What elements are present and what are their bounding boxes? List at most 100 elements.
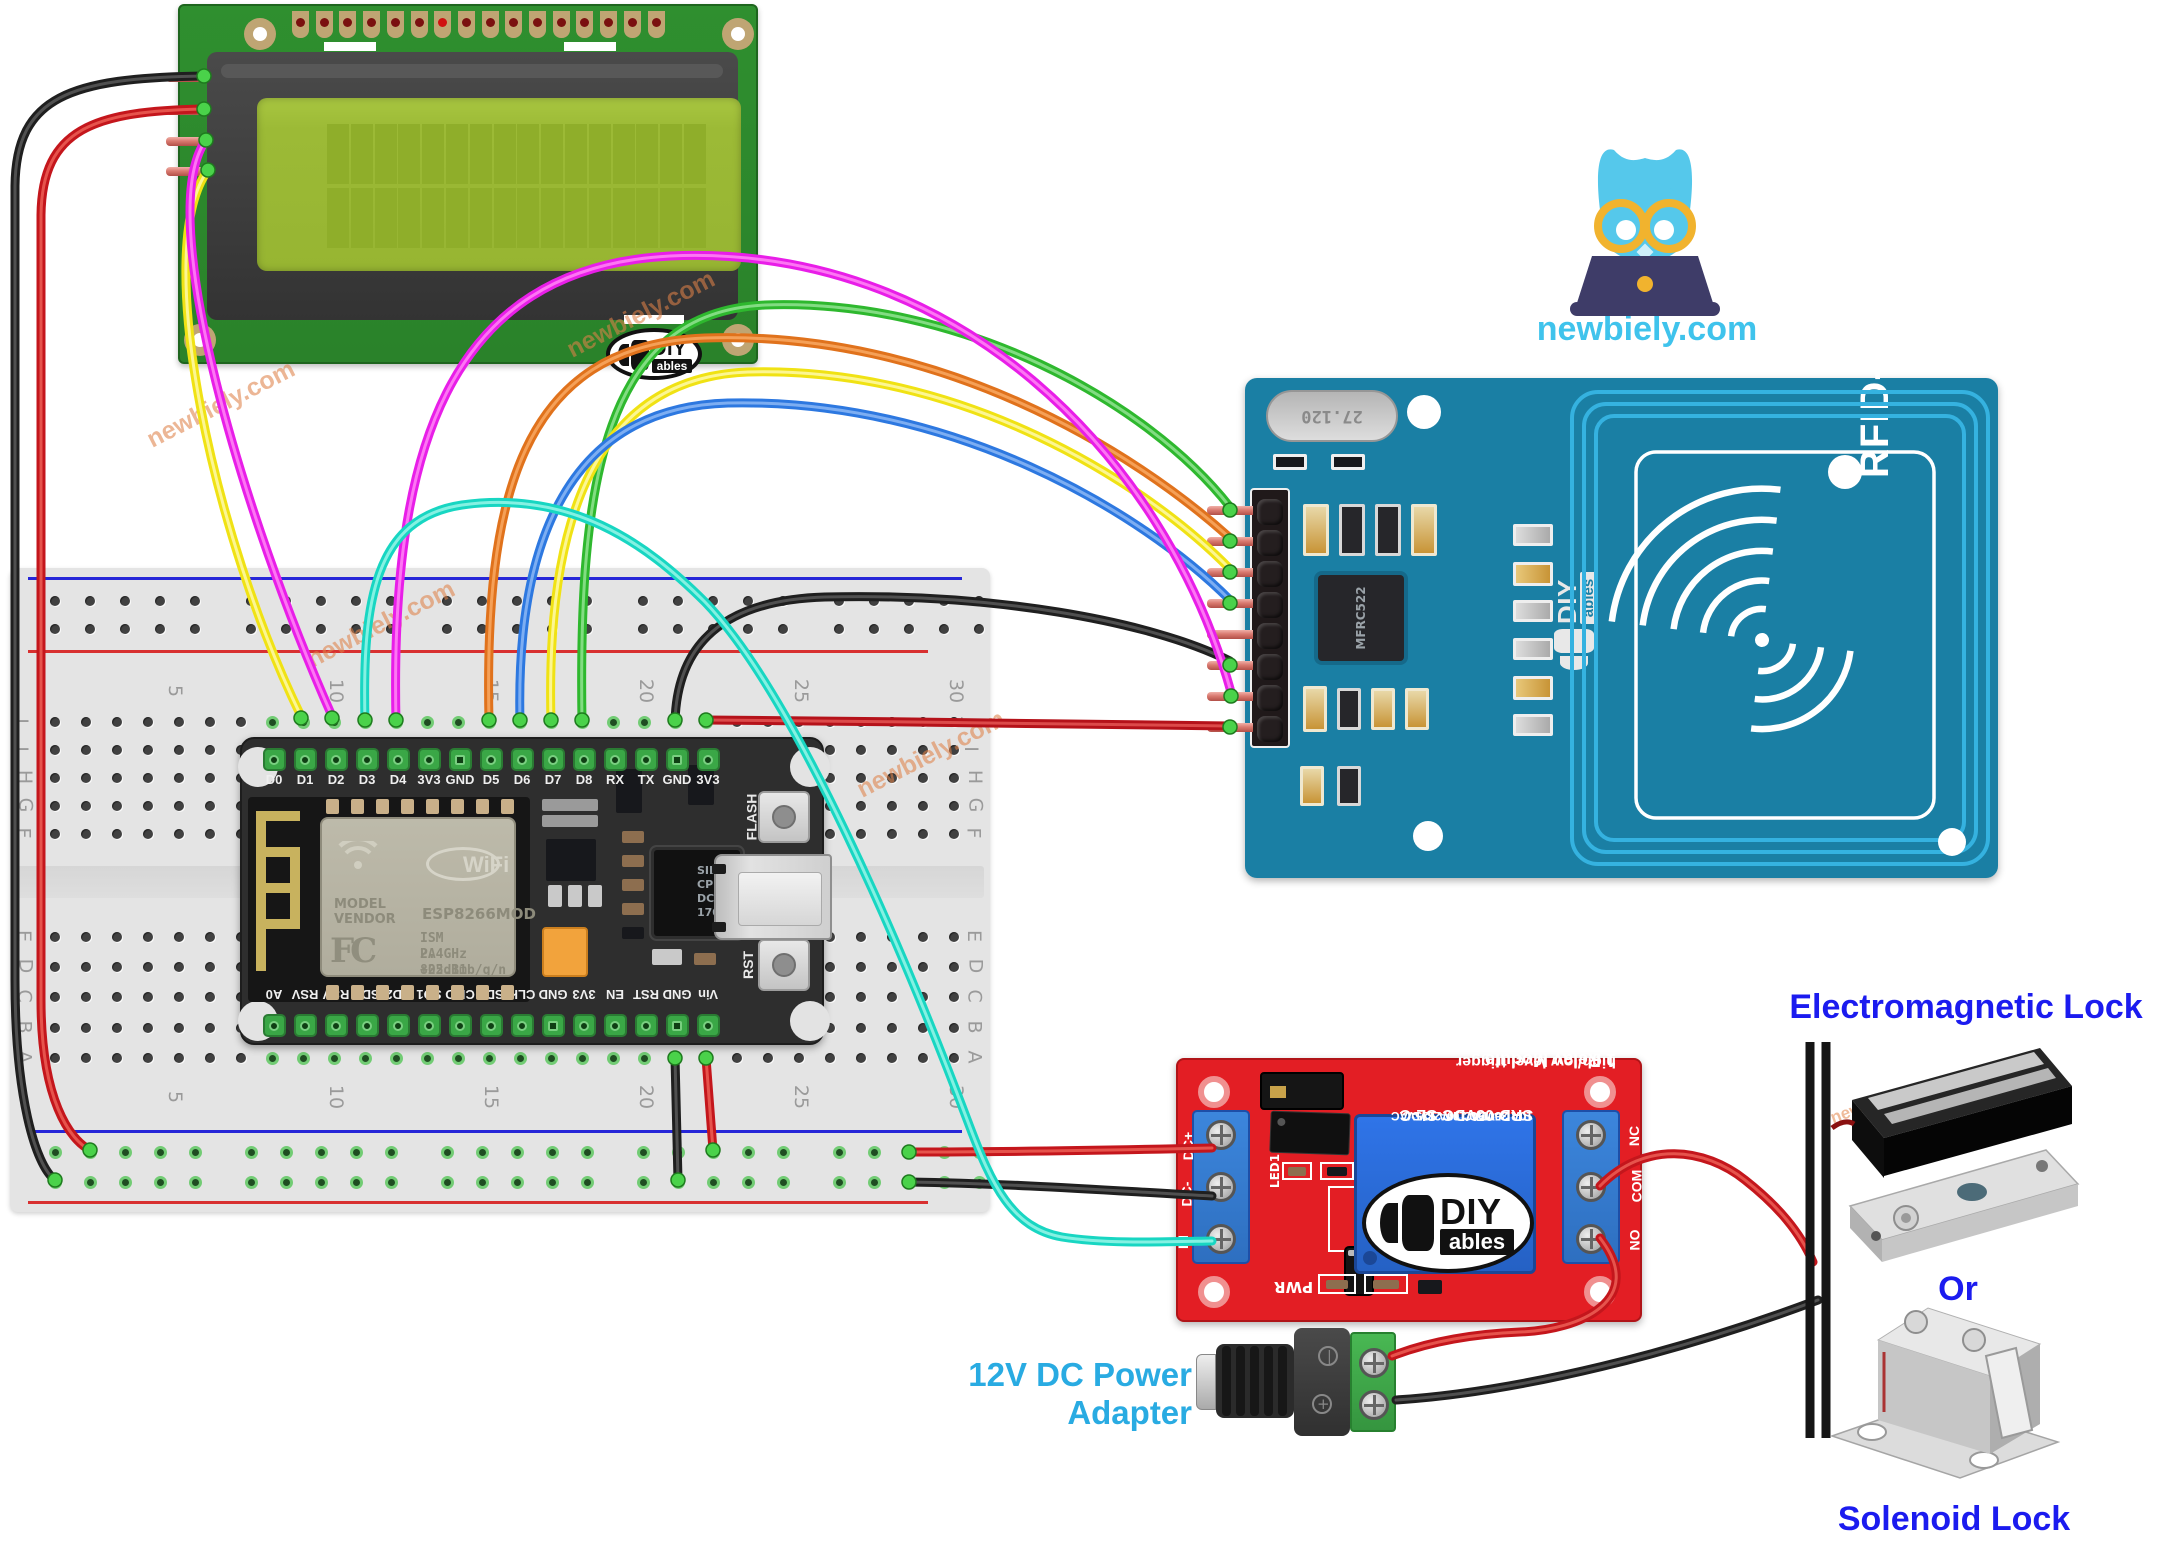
grid-hole [825, 829, 835, 839]
row-letter: A [963, 1050, 986, 1064]
solder-pad [351, 985, 364, 1000]
grid-hole [81, 1023, 91, 1033]
pin-pad-bottom-cmd [448, 1014, 472, 1037]
lcd-notch [564, 42, 616, 51]
silkscreen-box [1320, 1162, 1354, 1180]
rail-hole [442, 624, 452, 634]
rail-hole-connected [279, 1145, 293, 1159]
rail-hole-connected [153, 1175, 167, 1189]
lcd-cell [612, 188, 635, 248]
relay-jumper[interactable] [1260, 1072, 1344, 1110]
terminal-label-in: IN [1175, 1235, 1191, 1249]
rail-hole-connected [440, 1175, 454, 1189]
lcd-pin-gnd [166, 73, 206, 82]
grid-hole [205, 1053, 215, 1063]
rail-hole-connected [314, 1145, 328, 1159]
pin-pad-top-d8 [572, 748, 596, 771]
lcd-pad [647, 11, 665, 38]
grid-hole [825, 801, 835, 811]
lcd-cell [588, 188, 611, 248]
row-letter: B [13, 1020, 36, 1034]
grid-hole-connected [544, 715, 558, 729]
watermark: newbiely.com [1827, 1071, 1938, 1128]
grid-hole [174, 992, 184, 1002]
jack-ridges [1216, 1344, 1294, 1418]
jack-body: | + [1294, 1328, 1350, 1436]
row-letter: C [963, 989, 986, 1003]
grid-hole [50, 745, 60, 755]
grid-hole [112, 745, 122, 755]
rail-hole [743, 596, 753, 606]
grid-hole-connected [575, 715, 589, 729]
reset-button-label: RST [740, 951, 756, 979]
grid-hole [81, 1053, 91, 1063]
header-pin [1257, 654, 1283, 680]
solder-pad [451, 799, 464, 814]
grid-hole-connected [296, 715, 310, 729]
row-letter: A [13, 1050, 36, 1064]
pin-pad-bottom-sd1 [417, 1014, 441, 1037]
column-number: 20 [635, 1084, 658, 1110]
pin-label-d5: D5 [482, 772, 500, 787]
lcd-pad [434, 11, 452, 38]
smd-transistor [1418, 1280, 1442, 1294]
rail-hole-connected [118, 1145, 132, 1159]
grid-hole [112, 962, 122, 972]
grid-hole [50, 1053, 60, 1063]
pin-pad-bottom-sd2 [386, 1014, 410, 1037]
solder-pad [401, 799, 414, 814]
tantalum-capacitor [542, 927, 588, 977]
solder-pad [426, 985, 439, 1000]
relay-mount-hole [1584, 1276, 1616, 1308]
rail-hole-connected [776, 1145, 790, 1159]
lcd-pad [292, 11, 309, 38]
flash-button[interactable] [758, 791, 810, 843]
relay-mount-hole [1584, 1076, 1616, 1108]
esp-name: ESP8266MOD [422, 905, 536, 923]
grid-hole [856, 932, 866, 942]
pin-pad-bottom-clk [510, 1014, 534, 1037]
micro-usb-port[interactable] [712, 854, 832, 940]
pin-pad-bottom-rsv [324, 1014, 348, 1037]
solder-pad [376, 799, 389, 814]
grid-hole [918, 717, 928, 727]
rail-hole-connected [937, 1145, 951, 1159]
rail-hole-connected [741, 1145, 755, 1159]
rail-hole-connected [475, 1145, 489, 1159]
rail-hole-connected [902, 1145, 916, 1159]
grid-hole [174, 1053, 184, 1063]
grid-hole [174, 962, 184, 972]
pin-label-d8: D8 [575, 772, 593, 787]
grid-hole [887, 829, 897, 839]
jack-tip [1196, 1354, 1216, 1410]
grid-hole [205, 829, 215, 839]
lcd-notch [324, 42, 376, 51]
lcd-cell [517, 188, 540, 248]
grid-hole [887, 717, 897, 727]
lcd-cell [493, 188, 516, 248]
grid-hole [918, 932, 928, 942]
diyables-logo: DIY ables [1362, 1173, 1534, 1273]
grid-hole [112, 717, 122, 727]
rail-hole [547, 624, 557, 634]
diyables-logo: DIY ables [1530, 560, 1640, 670]
column-number: 5 [164, 1090, 187, 1104]
pin-label-a0: A0 [265, 987, 283, 1002]
lcd-cell [660, 188, 683, 248]
lcd-cell [541, 188, 564, 248]
grid-hole [794, 717, 804, 727]
rail-hole-connected [384, 1145, 398, 1159]
lcd-cell [684, 188, 706, 248]
grid-hole [918, 962, 928, 972]
pin-pad-top-d6 [510, 748, 534, 771]
wifi-logo: WiFi [426, 847, 509, 881]
rail-hole-connected [580, 1145, 594, 1159]
grid-hole-connected [296, 1051, 310, 1065]
row-letter: G [14, 797, 37, 813]
rail-hole [351, 624, 361, 634]
reset-button[interactable] [758, 939, 810, 991]
rail-hole-connected [188, 1145, 202, 1159]
grid-hole-connected [327, 715, 341, 729]
